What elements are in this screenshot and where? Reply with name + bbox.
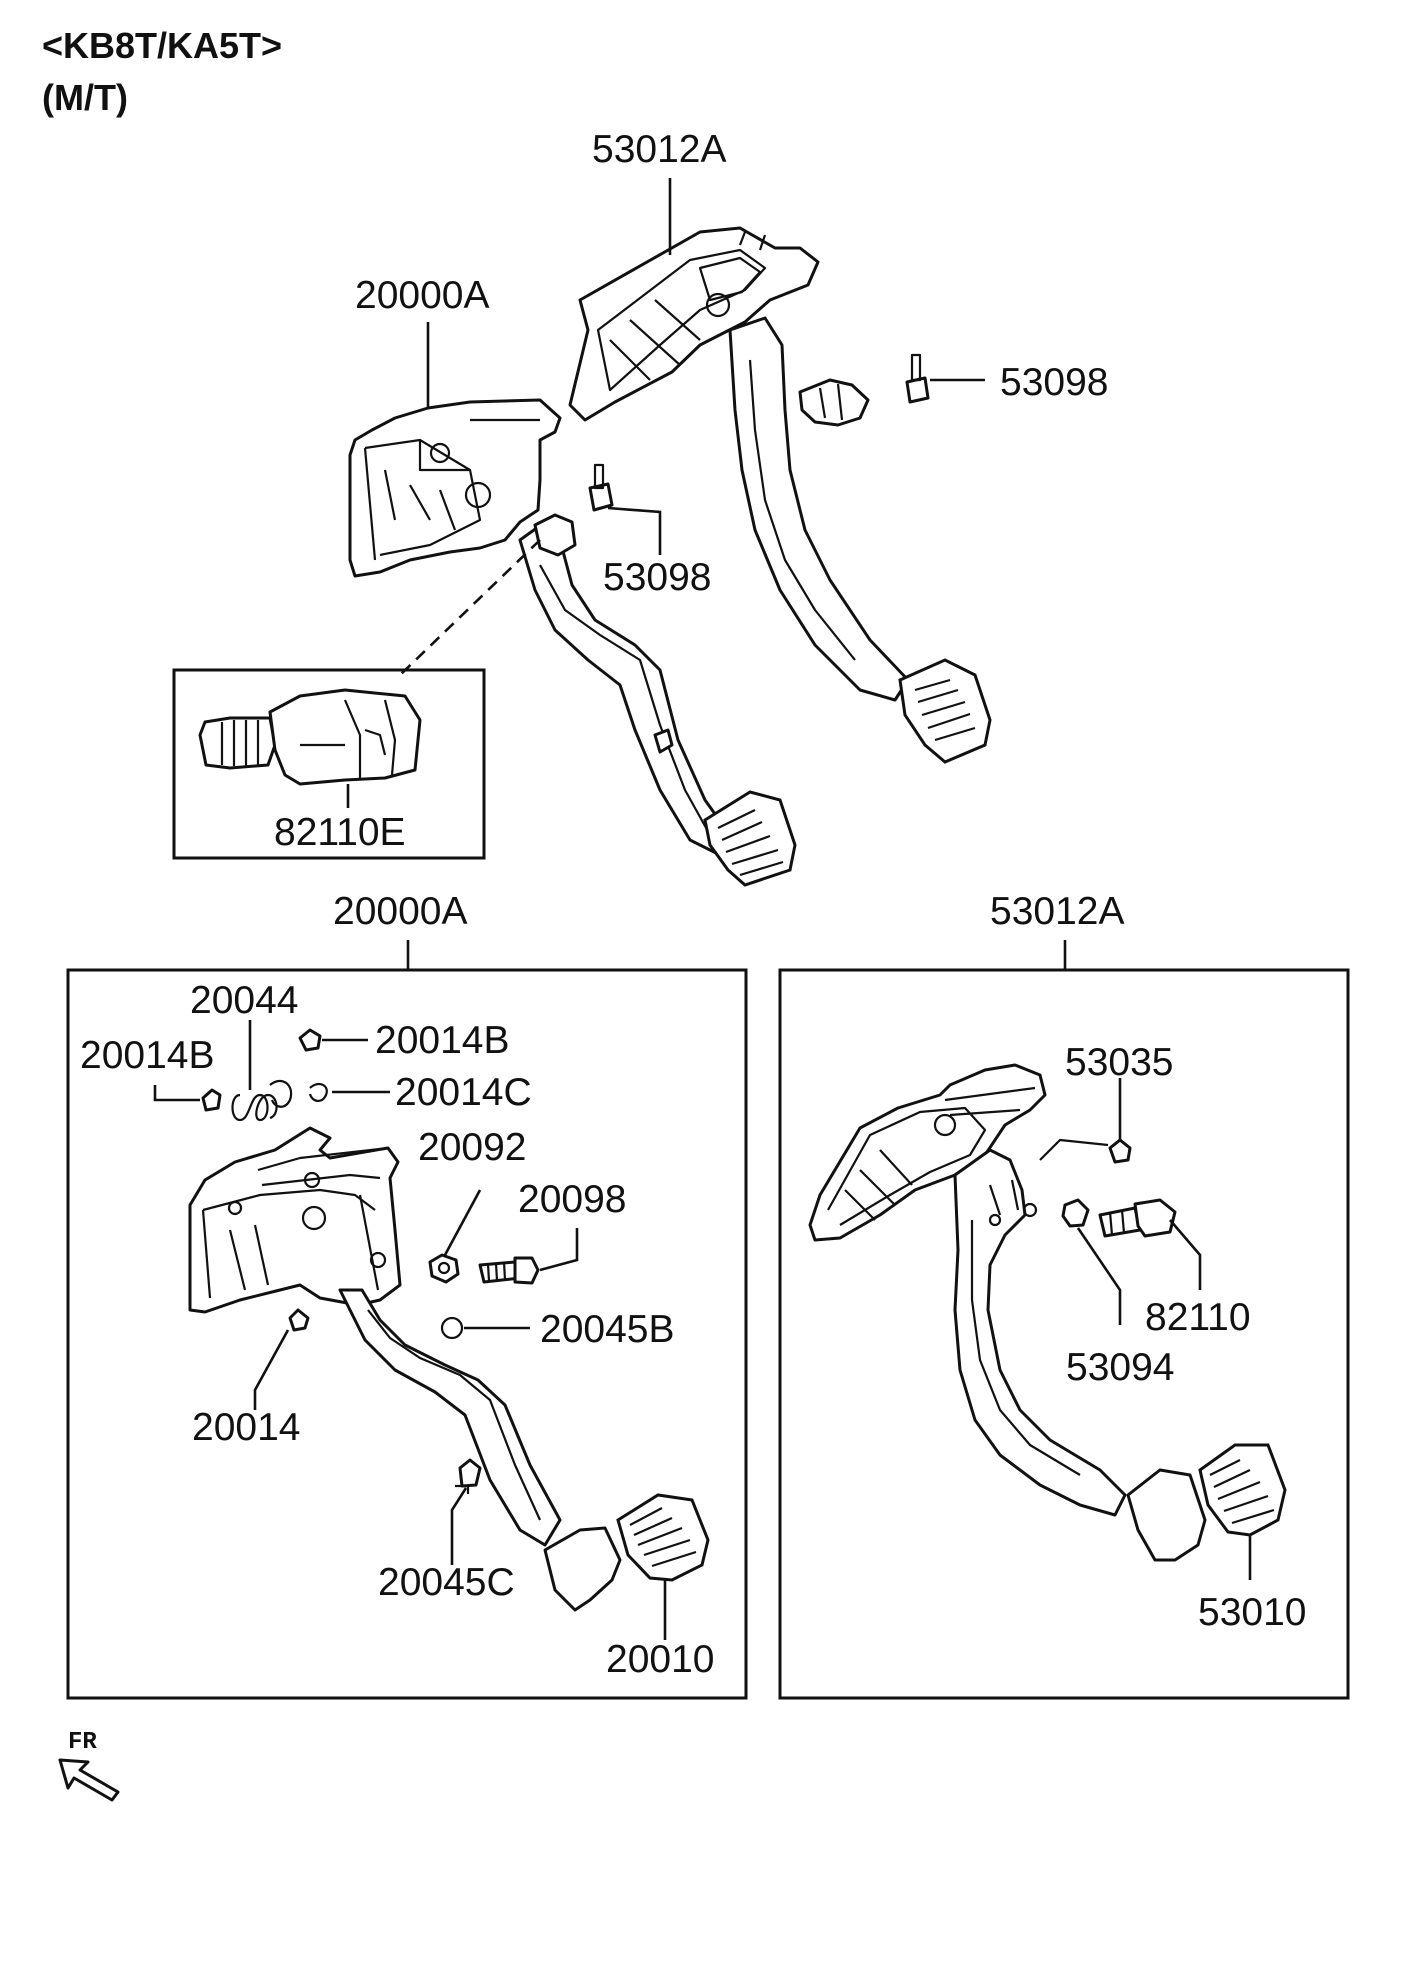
leader-20014 [253,1329,290,1410]
front-direction-label: FR [68,1729,97,1756]
label-clutch-bushing-right: 20014B [375,1019,509,1062]
label-clutch-nut: 20092 [418,1126,526,1169]
leader-20092 [443,1189,482,1256]
leader-82110 [1169,1219,1202,1290]
label-clutch-pad: 20010 [606,1638,714,1681]
label-brake-stopper: 53035 [1065,1041,1173,1084]
label-top-brake-assembly: 53012A [592,128,726,171]
label-clutch-spring: 20044 [190,979,298,1022]
label-brake-nut: 53094 [1066,1346,1174,1389]
label-clutch-bushing-left: 20014B [80,1034,214,1077]
leader-53098-left [607,506,662,555]
label-top-bolt-left: 53098 [603,556,711,599]
switch-inset-box [172,668,486,860]
brake-pedal-exploded-box [778,968,1350,1700]
label-brake-switch: 82110 [1145,1296,1251,1339]
top-brake-pedal-assembly [568,226,992,764]
label-clutch-stopper: 20045C [378,1561,515,1604]
leader-53094 [1076,1227,1122,1325]
label-clutch-pin: 20045B [540,1308,674,1351]
brake-pedal-exploded [808,1063,1287,1562]
label-clutch-clip: 20014C [395,1071,532,1114]
clutch-pedal-exploded [188,1028,710,1612]
label-clutch-bolt: 20098 [518,1178,626,1221]
leader-20014B-left [153,1085,200,1102]
top-clutch-pedal-assembly [348,398,797,887]
label-top-clutch-assembly: 20000A [355,274,489,317]
model-code: <KB8T/KA5T> [42,25,282,66]
leader-20045C [450,1487,468,1565]
label-clutch-box-title: 20000A [333,890,467,933]
label-brake-pad: 53010 [1198,1591,1306,1634]
transmission-type: (M/T) [42,77,128,118]
leader-20098 [539,1228,579,1272]
dashed-leader-switch [399,539,541,676]
label-brake-box-title: 53012A [990,890,1124,933]
front-direction-arrow-icon [58,1758,120,1802]
label-clutch-bush: 20014 [192,1406,300,1449]
clutch-pedal-exploded-box [66,968,748,1700]
label-switch-inset: 82110E [274,811,406,854]
label-top-bolt-right: 53098 [1000,361,1108,404]
